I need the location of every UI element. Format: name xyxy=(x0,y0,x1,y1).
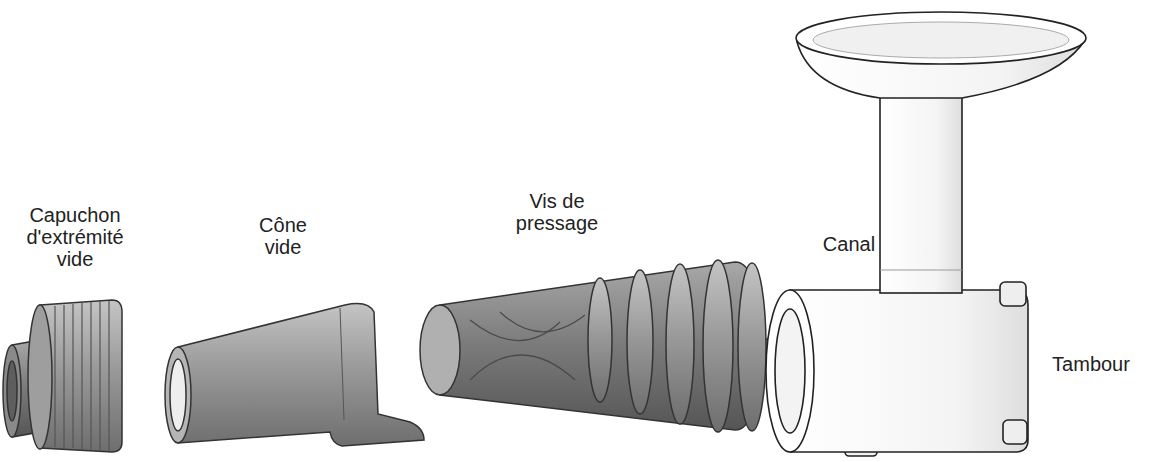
pressing-screw-shape xyxy=(420,305,460,395)
pressing-screw-shape xyxy=(627,270,653,414)
pressing-screw-shape xyxy=(500,312,585,332)
housing-shape xyxy=(880,95,962,293)
pressing-screw xyxy=(420,260,800,432)
part-label: Vis de pressage xyxy=(492,190,622,234)
pressing-screw-shape xyxy=(470,355,575,380)
end-cap-shape xyxy=(28,305,52,449)
end-cap-shape xyxy=(90,302,91,450)
pressing-screw-shape xyxy=(738,263,766,431)
pressing-screw-shape xyxy=(703,260,733,432)
part-label: Canal xyxy=(809,233,889,255)
housing-shape xyxy=(775,309,805,433)
end-cap-shape xyxy=(81,303,82,449)
end-cap-shape xyxy=(3,345,21,437)
end-cap xyxy=(3,300,122,452)
cone-shape xyxy=(340,308,344,420)
cone-shape xyxy=(178,304,424,446)
pressing-screw-shape xyxy=(666,264,694,424)
housing xyxy=(766,12,1086,456)
end-cap-shape xyxy=(54,306,55,447)
part-label: Cône vide xyxy=(243,214,323,258)
end-cap-shape xyxy=(63,305,64,448)
housing-shape xyxy=(790,290,1028,452)
housing-shape xyxy=(796,12,1086,64)
housing-shape xyxy=(880,270,962,271)
cone xyxy=(165,304,424,446)
part-label: Tambour xyxy=(1041,353,1141,375)
end-cap-shape xyxy=(99,301,100,450)
housing-shape xyxy=(1000,282,1026,306)
housing-shape xyxy=(766,290,814,452)
pressing-screw-shape xyxy=(588,278,612,402)
cone-shape xyxy=(170,359,186,431)
end-cap-shape xyxy=(72,304,73,448)
housing-shape xyxy=(1003,420,1027,444)
housing-shape xyxy=(813,22,1069,58)
end-cap-shape xyxy=(108,301,109,451)
end-cap-shape xyxy=(7,361,17,421)
cone-shape xyxy=(165,347,191,443)
part-label: Capuchon d'extrémité vide xyxy=(14,204,136,270)
